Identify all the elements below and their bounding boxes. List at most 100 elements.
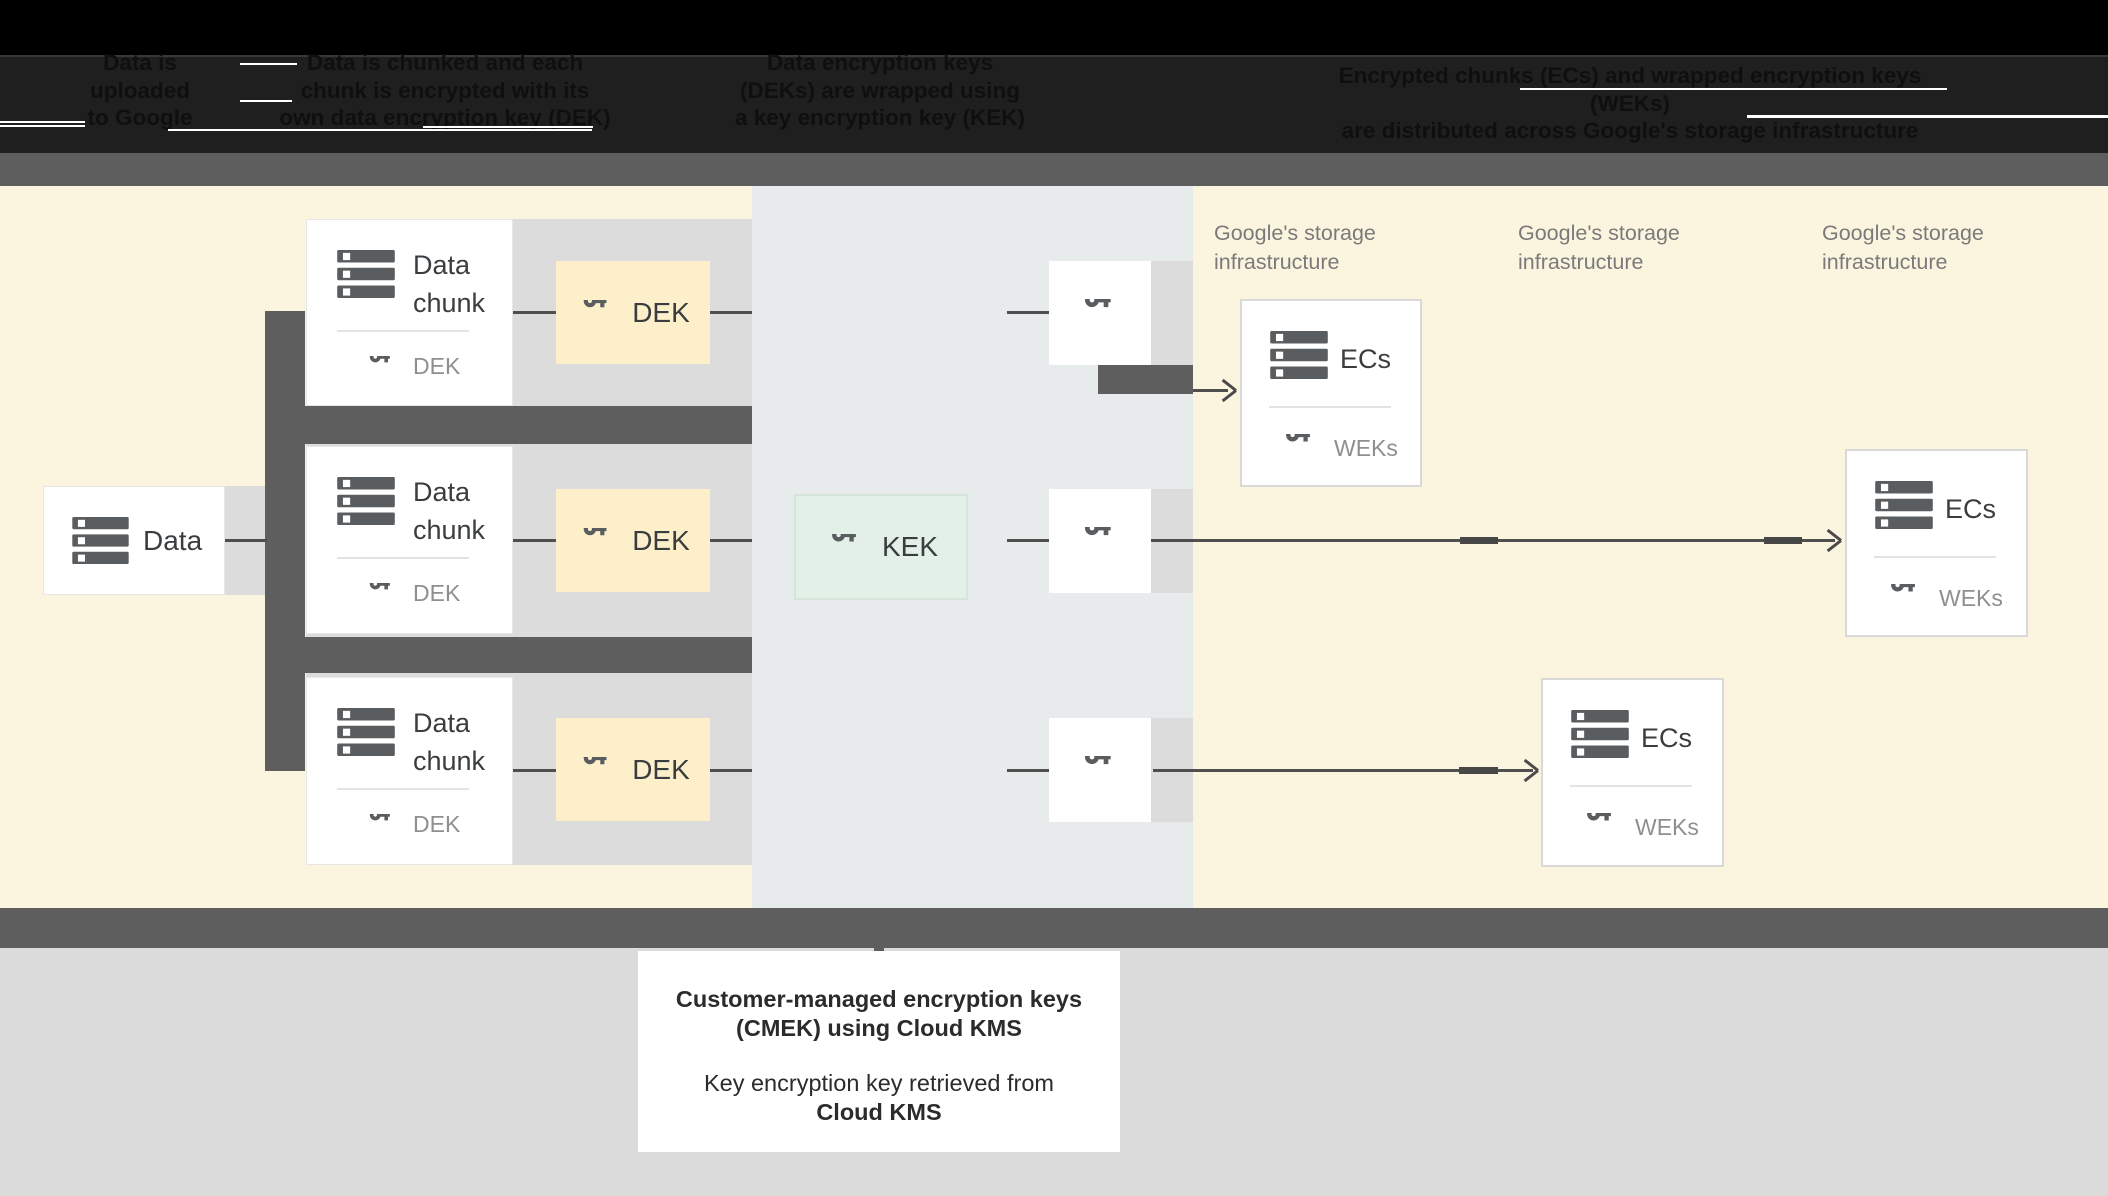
connector-line [710, 311, 752, 314]
divider [337, 557, 469, 559]
connector-line [1007, 539, 1049, 542]
key-icon [576, 528, 618, 553]
chunk-key-caption: DEK [413, 811, 461, 837]
wrapping-key-square-1 [1049, 261, 1151, 365]
stack-icon [1269, 331, 1329, 379]
divider [1570, 785, 1692, 787]
connector-line [710, 539, 752, 542]
weks-caption: WEKs [1635, 814, 1699, 840]
stack-icon [337, 708, 395, 756]
dek-label: DEK [632, 753, 690, 785]
divider [1874, 556, 1996, 558]
artifact-line [240, 100, 292, 102]
storage-infra-label-2: Google's storage infrastructure [1518, 221, 1680, 274]
caption-body-line: Key encryption key retrieved from [703, 1070, 1055, 1096]
stack-icon [337, 250, 395, 298]
artifact-line [1520, 88, 1947, 90]
connector-line [513, 769, 556, 772]
arrow-line-row1 [1193, 389, 1228, 392]
wrapping-key-square-3 [1049, 718, 1151, 822]
arrow-line-segment [1764, 537, 1802, 544]
data-chunk-box-3: Data chunk DEK [306, 677, 513, 865]
key-icon [363, 814, 400, 836]
artifact-line [423, 126, 593, 128]
caption-title-line: (CMEK) using Cloud KMS [736, 1014, 1022, 1041]
header-step-2-caption: Data is chunked and each chunk is encryp… [279, 50, 611, 130]
top-divider-bar [0, 153, 2108, 186]
key-icon [1076, 299, 1124, 327]
arrowhead [1217, 378, 1237, 403]
caption-body-line: Cloud KMS [816, 1098, 942, 1125]
ecs-label: ECs [1945, 494, 1997, 524]
artifact-line [0, 125, 85, 127]
row-separator-band [265, 406, 752, 444]
data-box: Data [43, 486, 225, 595]
wrapping-key-square-2 [1049, 489, 1151, 593]
key-icon [1883, 584, 1927, 610]
dek-label: DEK [632, 524, 690, 556]
connector-line [513, 311, 556, 314]
header-step-1-caption: Data is uploaded to Google [87, 50, 193, 130]
key-icon [1278, 434, 1322, 460]
weks-caption: WEKs [1939, 585, 2003, 611]
header-step-3-caption: Data encryption keys (DEKs) are wrapped … [734, 50, 1026, 130]
key-icon [824, 534, 868, 560]
caption-pointer-tick [874, 948, 884, 953]
data-chunk-label: Data chunk [413, 708, 486, 776]
storage-infra-label-1: Google's storage infrastructure [1214, 221, 1376, 274]
header-step-4-caption: Encrypted chunks (ECs) and wrapped encry… [1338, 63, 1922, 143]
arrow-line-segment [1460, 537, 1498, 544]
ecs-box-3: ECs WEKs [1541, 678, 1724, 867]
caption-spacer [638, 1042, 1120, 1069]
key-icon [363, 583, 400, 605]
data-chunk-box-2: Data chunk DEK [306, 446, 513, 634]
connector-line [1007, 769, 1049, 772]
connector-line [225, 539, 267, 542]
ecs-label: ECs [1641, 723, 1693, 753]
header-black-band [0, 0, 2108, 55]
key-icon [1076, 527, 1124, 555]
data-chunk-box-1: Data chunk DEK [306, 219, 513, 406]
connector-line [1007, 311, 1049, 314]
chunk-key-caption: DEK [413, 353, 461, 379]
bottom-divider-bar [0, 908, 2108, 948]
artifact-line [0, 121, 85, 123]
artifact-line [240, 63, 297, 65]
dek-box-2: DEK [556, 489, 710, 592]
data-chunk-label: Data chunk [413, 250, 486, 318]
stack-icon [337, 477, 395, 525]
header-panel [0, 55, 2108, 153]
ecs-box-1: ECs WEKs [1240, 299, 1422, 487]
artifact-line [1747, 115, 2108, 118]
kek-label: KEK [881, 531, 939, 562]
stack-icon [1874, 481, 1934, 529]
divider [337, 330, 469, 332]
key-icon [1076, 756, 1124, 784]
arrow-line-segment [1459, 767, 1498, 774]
ecs-box-2: ECs WEKs [1845, 449, 2028, 637]
stack-icon [72, 517, 129, 564]
dek-box-3: DEK [556, 718, 710, 821]
data-chunk-label: Data chunk [413, 477, 486, 545]
chunk-tree-trunk [265, 311, 305, 771]
row-separator-band [265, 637, 752, 673]
arrowhead [1519, 758, 1539, 783]
artifact-line [168, 129, 592, 131]
key-icon [363, 356, 400, 378]
ecs-label: ECs [1340, 344, 1392, 374]
connector-line [513, 539, 556, 542]
cmek-caption-box: Customer-managed encryption keys (CMEK) … [638, 951, 1120, 1152]
key-icon [1579, 813, 1623, 839]
key-square-extension [1151, 261, 1193, 365]
key-icon [576, 757, 618, 782]
weks-caption: WEKs [1334, 435, 1398, 461]
row1-thick-connector [1098, 365, 1193, 394]
dek-label: DEK [632, 296, 690, 328]
stack-icon [1570, 710, 1630, 758]
divider [1269, 406, 1391, 408]
key-icon [576, 300, 618, 325]
dek-box-1: DEK [556, 261, 710, 364]
storage-infra-label-3: Google's storage infrastructure [1822, 221, 1984, 274]
kek-box: KEK [794, 494, 968, 600]
